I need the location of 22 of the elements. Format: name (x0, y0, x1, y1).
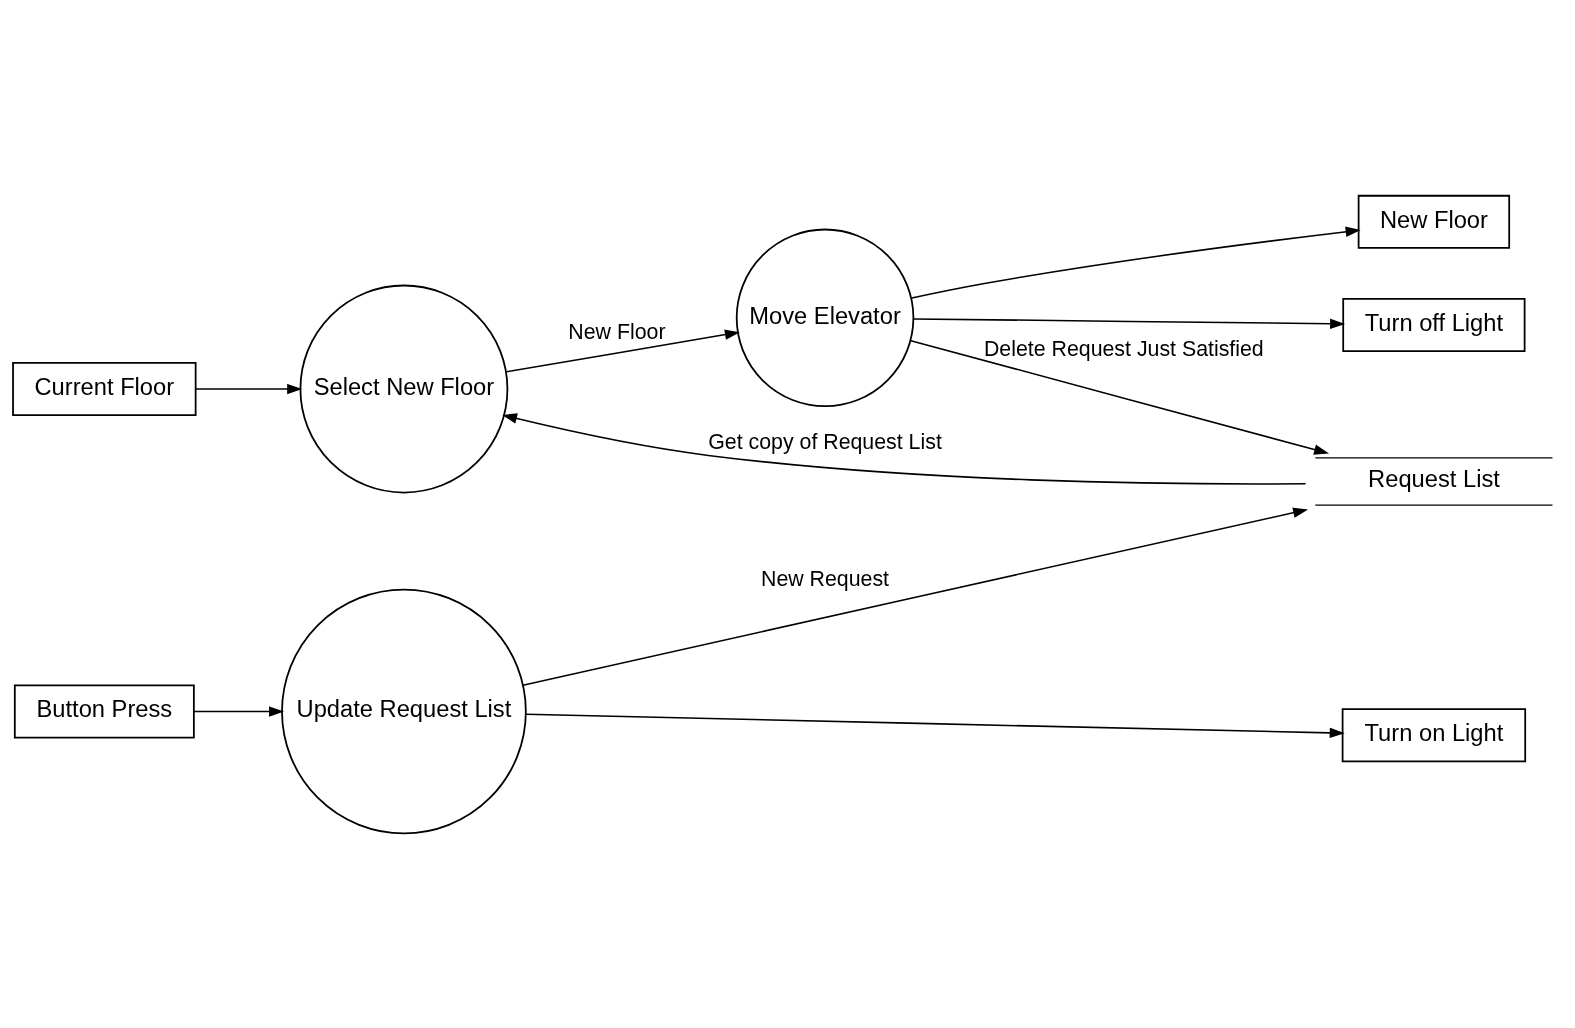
node-text: Request List (1368, 465, 1500, 492)
node-box: Current Floor (12, 361, 197, 416)
arrow (525, 713, 1345, 738)
node-box: Turn off Light (1342, 297, 1526, 352)
edge-label: New Request (761, 566, 890, 591)
arrow (522, 507, 1309, 686)
edge-label: Get copy of Request List (708, 429, 942, 454)
edge-label: Delete Request Just Satisfied (983, 336, 1264, 361)
arrow (911, 226, 1361, 299)
node-circle: Update Request List (281, 588, 527, 834)
arrow (913, 317, 1346, 329)
arrow (910, 339, 1330, 455)
edge-label: New Floor (568, 319, 666, 343)
arrow (193, 705, 285, 717)
node-box: Turn on Light (1341, 707, 1527, 762)
arrow (195, 383, 303, 394)
arrow (505, 329, 740, 373)
node-box: New Floor (1357, 194, 1511, 249)
node-box: Button Press (13, 684, 195, 738)
arrow (502, 412, 1307, 485)
node-circle: Move Elevator (735, 228, 915, 407)
node-circle: Select New Floor (299, 284, 509, 493)
